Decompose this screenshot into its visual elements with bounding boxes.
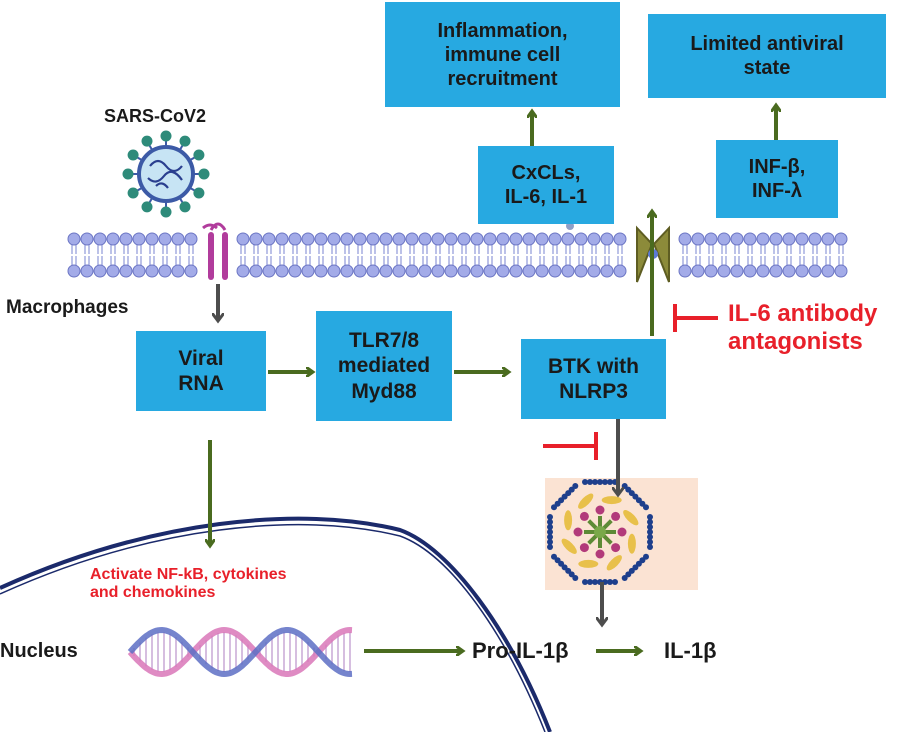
cell-membrane [67, 232, 848, 278]
label-nfkb-activation: Activate NF-kB, cytokines and chemokines [90, 566, 287, 602]
membrane-channel-icon [636, 225, 670, 283]
box-cxcl-il6-il1: CxCLs, IL-6, IL-1 [478, 146, 614, 224]
box-tlr-myd88: TLR7/8 mediated Myd88 [316, 311, 452, 421]
inflammasome-icon [545, 478, 698, 590]
box-inflammation: Inflammation, immune cell recruitment [385, 2, 620, 107]
label-nucleus: Nucleus [0, 640, 78, 662]
label-pro-il1b: Pro-IL-1β [472, 638, 569, 663]
box-inf-beta-lambda: INF-β, INF-λ [716, 140, 838, 218]
box-viral-rna: Viral RNA [136, 331, 266, 411]
membrane-receptor-icon [202, 222, 228, 280]
label-macrophages: Macrophages [6, 297, 129, 318]
label-il6-antagonists: IL-6 antibody antagonists [728, 300, 878, 355]
nuclear-envelope [0, 516, 552, 732]
inhibitor-btk [543, 432, 598, 460]
membrane-bead-icon [566, 222, 574, 230]
inhibitor-il6-antagonist [673, 304, 718, 332]
label-sars-cov2: SARS-CoV2 [104, 106, 207, 126]
box-btk-nlrp3: BTK with NLRP3 [521, 339, 666, 419]
sars-cov2-virus-icon [122, 130, 210, 218]
dna-helix-icon [127, 626, 353, 678]
box-antiviral-state: Limited antiviral state [648, 14, 886, 98]
label-il1b: IL-1β [664, 638, 717, 663]
